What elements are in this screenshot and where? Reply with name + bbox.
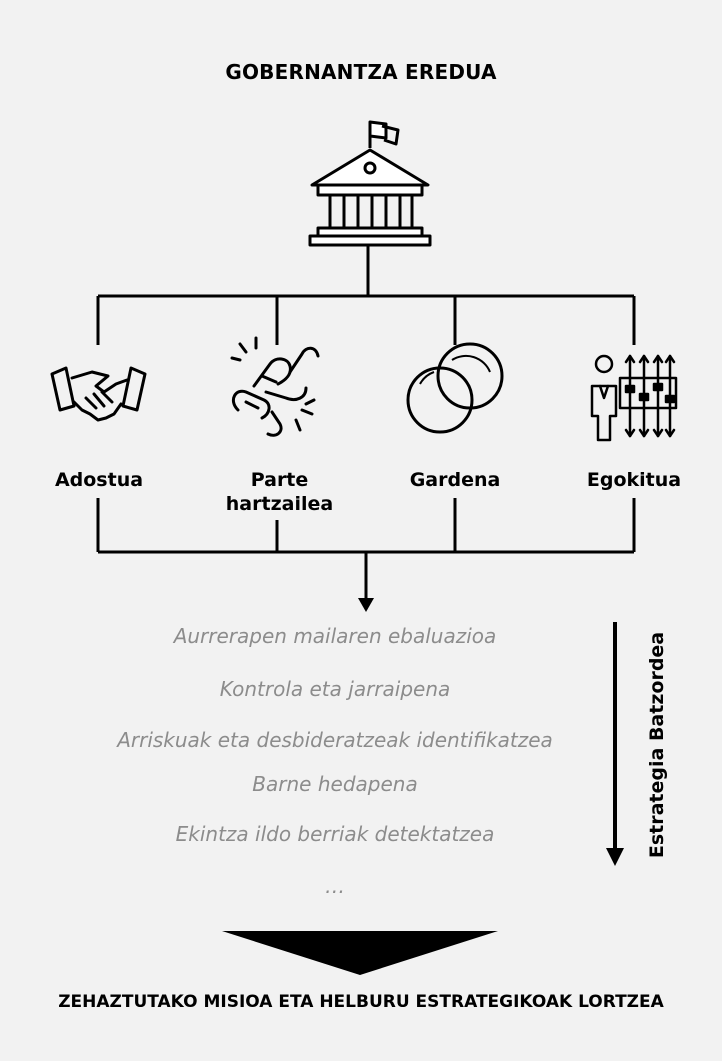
person-control-panel-icon	[590, 354, 678, 442]
action-item: Barne hedapena	[252, 772, 418, 796]
committee-label: Estrategia Batzordea	[646, 631, 668, 859]
committee-arrow	[606, 622, 624, 866]
action-item: Kontrola eta jarraipena	[219, 677, 451, 701]
pillar-label-adostua: Adostua	[29, 468, 169, 492]
government-building-icon	[308, 120, 432, 247]
pillar-label-parte-hartzailea: Parte hartzailea	[222, 468, 337, 516]
action-item: Arriskuak eta desbideratzeak identifikat…	[117, 728, 553, 752]
action-item: Aurrerapen mailaren ebaluazioa	[173, 624, 497, 648]
overlapping-circles-icon	[406, 342, 504, 434]
pillar-label-egokitua: Egokitua	[564, 468, 704, 492]
pillar-label-gardena: Gardena	[385, 468, 525, 492]
action-item: …	[325, 874, 345, 898]
broken-chain-icon	[230, 336, 320, 437]
action-item: Ekintza ildo berriak detektatzea	[175, 822, 495, 846]
goal-statement: ZEHAZTUTAKO MISIOA ETA HELBURU ESTRATEGI…	[58, 992, 664, 1012]
goal-arrow-icon	[222, 931, 498, 975]
down-arrow-head	[358, 598, 374, 612]
diagram-title: GOBERNANTZA EREDUA	[225, 60, 497, 84]
handshake-icon	[50, 366, 147, 422]
